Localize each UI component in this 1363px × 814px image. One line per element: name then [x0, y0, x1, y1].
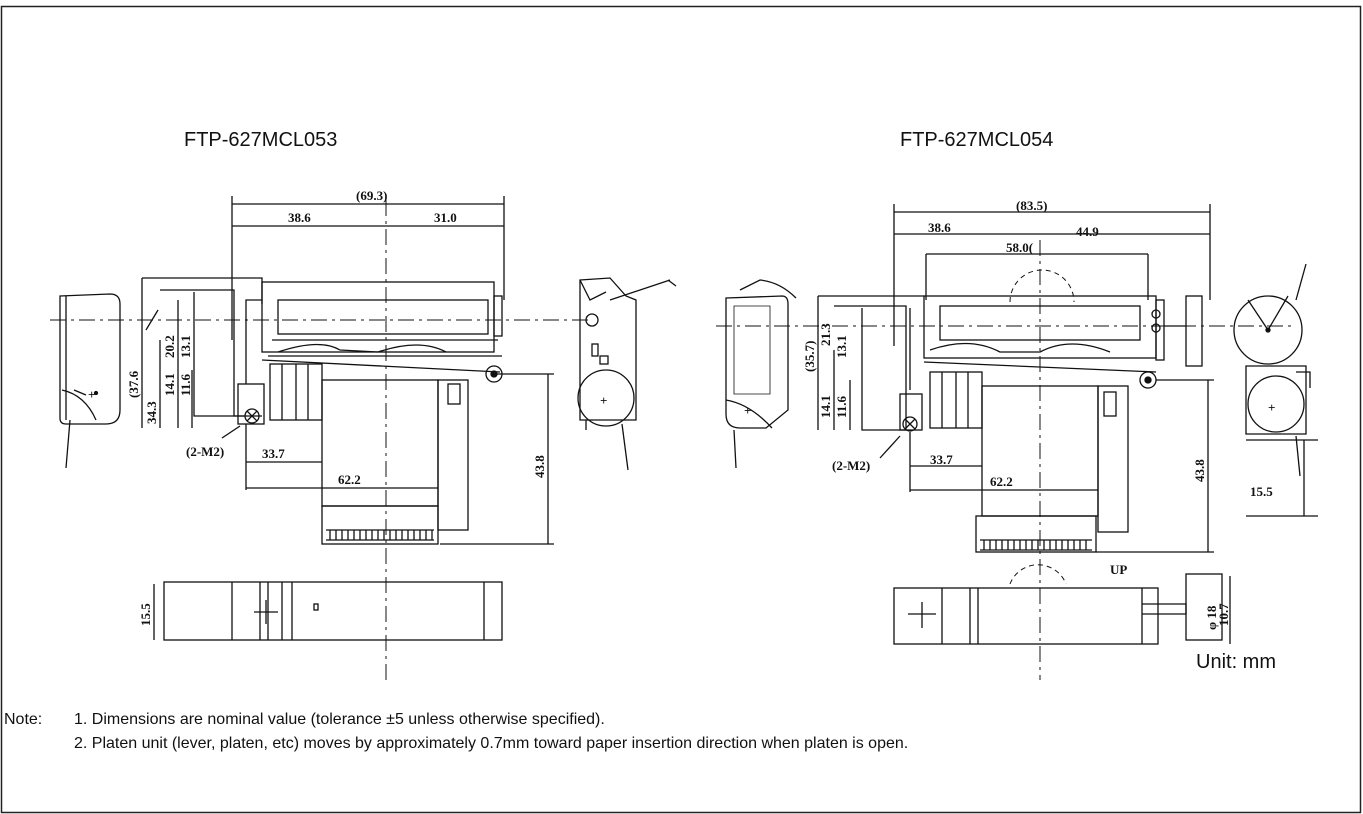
right-bottom-view — [893, 564, 1231, 645]
right-dim-15-5: 15.5 — [1250, 484, 1273, 499]
right-dim-35-7: (35.7) — [802, 341, 817, 372]
right-left-side-view: + — [725, 279, 797, 469]
note-row-2: 2. Platen unit (lever, platen, etc) move… — [4, 732, 1344, 756]
svg-text:+: + — [600, 393, 607, 408]
left-model-title: FTP-627MCL053 — [184, 129, 337, 151]
left-dim-screw: (2-M2) — [186, 444, 224, 459]
right-dim-screw: (2-M2) — [832, 458, 870, 473]
svg-text:+: + — [88, 387, 95, 402]
left-dim-left-width: 38.6 — [288, 210, 311, 225]
left-dim-overall: (69.3) — [356, 188, 387, 203]
right-dim-33-7: 33.7 — [930, 452, 953, 467]
left-dim-43-8: 43.8 — [532, 455, 547, 478]
notes-section: Note: 1. Dimensions are nominal value (t… — [4, 708, 1344, 756]
left-cable-teeth — [329, 530, 433, 540]
left-dim-20-2: 20.2 — [162, 335, 177, 358]
note-row-1: Note: 1. Dimensions are nominal value (t… — [4, 708, 1344, 732]
left-bottom-view — [153, 581, 503, 641]
unit-label: Unit: mm — [1196, 651, 1276, 673]
right-dim-13-1: 13.1 — [834, 335, 849, 358]
right-dim-left-width: 38.6 — [928, 220, 951, 235]
notes-label: Note: — [4, 711, 43, 728]
left-drawing: + — [50, 196, 677, 680]
svg-text:+: + — [1268, 400, 1275, 415]
left-dim-33-7: 33.7 — [262, 446, 285, 461]
left-dim-15-5: 15.5 — [138, 603, 153, 626]
left-dim-14-1: 14.1 — [162, 373, 177, 396]
right-dim-right-width: 44.9 — [1076, 224, 1099, 239]
right-dim-overall: (83.5) — [1016, 198, 1047, 213]
right-right-side-view: + — [1233, 263, 1318, 517]
right-up-label: UP — [1110, 562, 1127, 577]
right-dim-phi-18: φ 18 — [1204, 605, 1219, 630]
right-dim-14-1: 14.1 — [818, 395, 833, 418]
left-side-view: + — [59, 293, 121, 469]
right-dim-21-3: 21.3 — [818, 323, 833, 346]
right-drawing: + — [716, 204, 1318, 680]
note-item-1: 1. Dimensions are nominal value (toleran… — [74, 711, 605, 728]
right-dim-11-6: 11.6 — [834, 395, 849, 418]
svg-text:+: + — [744, 403, 751, 418]
left-dim-62-2: 62.2 — [338, 472, 361, 487]
left-right-side-view: + — [577, 277, 677, 471]
note-item-2: 2. Platen unit (lever, platen, etc) move… — [74, 735, 909, 752]
right-dim-62-2: 62.2 — [990, 474, 1013, 489]
left-dim-13-1: 13.1 — [178, 335, 193, 358]
right-model-title: FTP-627MCL054 — [900, 129, 1053, 151]
left-dim-right-width: 31.0 — [434, 210, 457, 225]
right-dim-43-8: 43.8 — [1192, 459, 1207, 482]
right-dim-10-7: 10.7 — [1216, 603, 1231, 626]
right-dim-inner-width: 58.0( — [1006, 240, 1033, 255]
left-dim-34-3: 34.3 — [144, 401, 159, 424]
page-border — [0, 5, 1362, 814]
left-dim-11-6: 11.6 — [178, 373, 193, 396]
left-dim-37-6: (37.6 — [126, 370, 141, 398]
